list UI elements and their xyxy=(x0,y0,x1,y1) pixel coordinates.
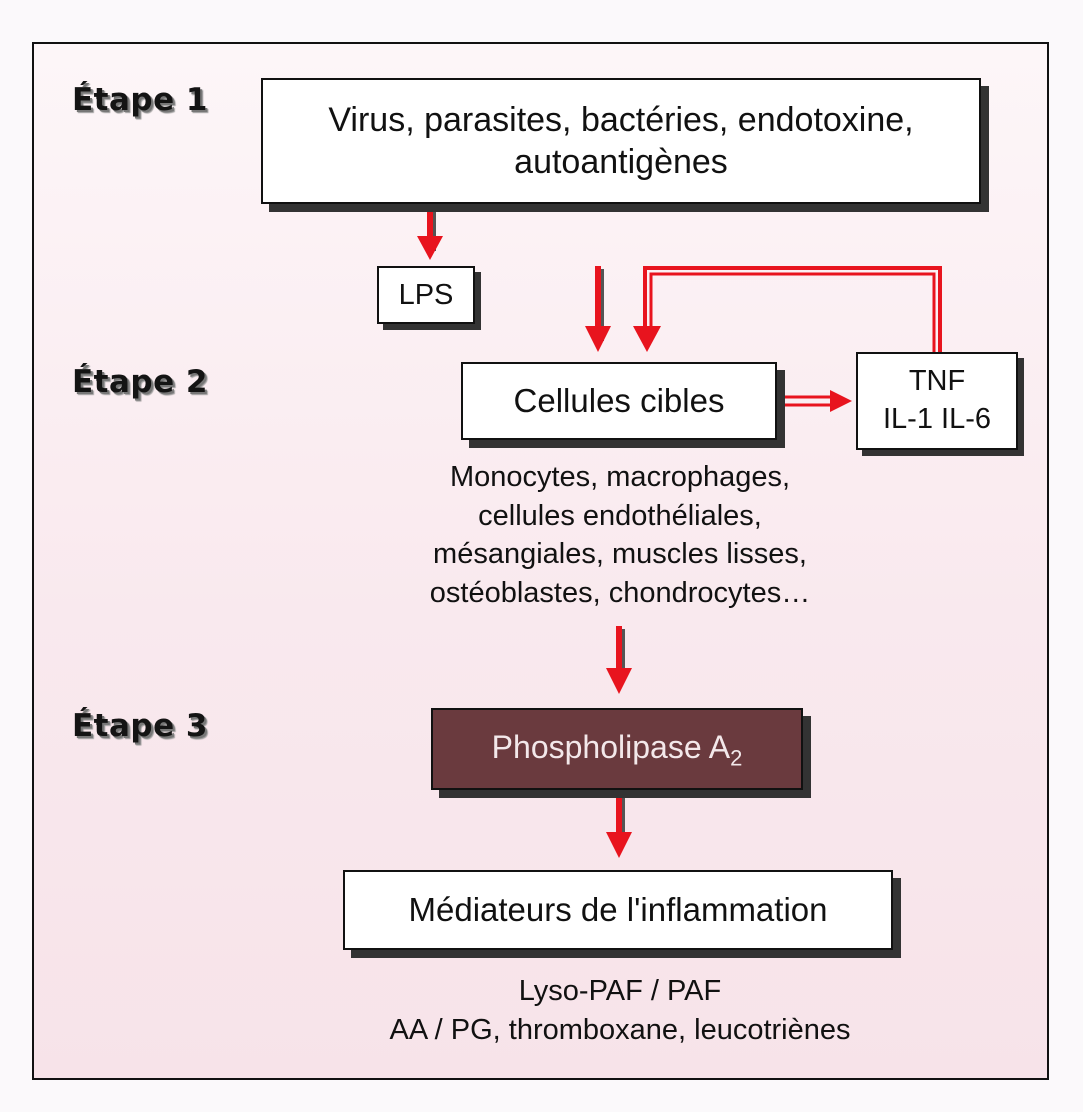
arrow-triggers-to-lps xyxy=(417,206,443,260)
lps-label: LPS xyxy=(398,278,454,311)
target-cells-label: Cellules cibles xyxy=(513,382,725,420)
mediator-types-line: AA / PG, thromboxane, leucotriènes xyxy=(389,1013,851,1046)
cell-types-caption: Monocytes, macrophages, cellules endothé… xyxy=(360,458,880,612)
cell-types-line: mésangiales, muscles lisses, xyxy=(433,538,807,571)
cell-types-line: cellules endothéliales, xyxy=(478,499,762,532)
arrow-cells-to-phospholipase xyxy=(606,626,632,694)
cytokines-line-2: IL-1 IL-6 xyxy=(883,403,991,435)
triggers-line-2: autoantigènes xyxy=(514,143,728,181)
phospholipase-label: Phospholipase A2 xyxy=(491,728,743,770)
lps-box: LPS xyxy=(377,266,475,324)
arrow-cells-to-cytokines xyxy=(778,390,852,412)
arrow-phospholipase-to-mediators xyxy=(606,792,632,858)
phospholipase-box: Phospholipase A2 xyxy=(431,708,803,790)
cytokines-box: TNF IL-1 IL-6 xyxy=(856,352,1018,450)
cytokines-line-1: TNF xyxy=(908,365,966,398)
stage-2-label: Étape 2 xyxy=(72,364,208,400)
cell-types-line: Monocytes, macrophages, xyxy=(449,461,791,493)
cell-types-line: ostéoblastes, chondrocytes… xyxy=(429,576,811,609)
mediator-types-line: Lyso-PAF / PAF xyxy=(518,975,722,1007)
mediator-types-caption: Lyso-PAF / PAF AA / PG, thromboxane, leu… xyxy=(300,972,940,1049)
feedback-loop-arrow xyxy=(633,266,942,352)
target-cells-box: Cellules cibles xyxy=(461,362,777,440)
stage-1-label: Étape 1 xyxy=(72,82,208,118)
triggers-box: Virus, parasites, bactéries, endotoxine,… xyxy=(261,78,981,204)
triggers-line-1: Virus, parasites, bactéries, endotoxine, xyxy=(328,100,914,139)
mediators-box: Médiateurs de l'inflammation xyxy=(343,870,893,950)
arrow-into-target-cells xyxy=(585,266,611,352)
phospholipase-subscript: 2 xyxy=(730,744,743,770)
stage-3-label: Étape 3 xyxy=(72,708,208,744)
mediators-label: Médiateurs de l'inflammation xyxy=(408,891,828,929)
